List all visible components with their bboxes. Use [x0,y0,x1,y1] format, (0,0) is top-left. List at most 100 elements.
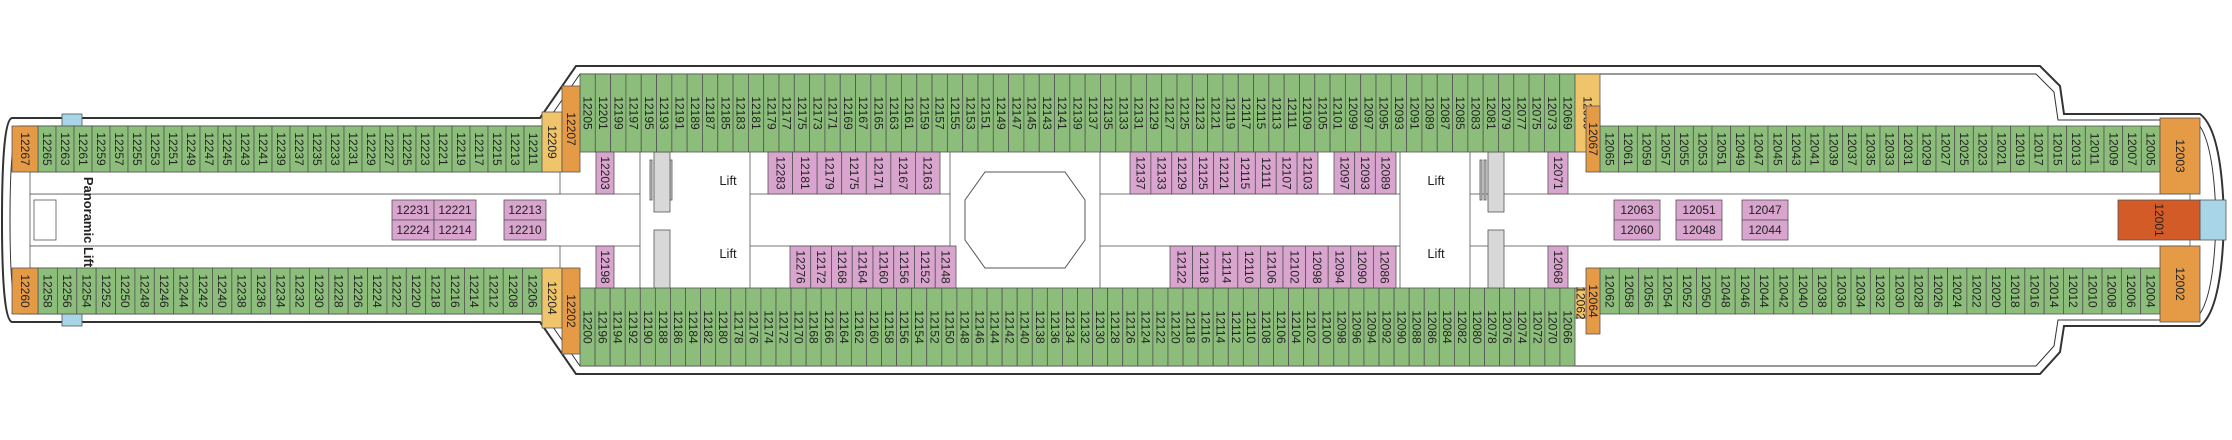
cabin-12125: 12125 [1192,151,1214,195]
cabin-number: 12142 [1003,310,1017,344]
cabin-12060: 12060 [1613,219,1661,241]
cabin-number: 12172 [777,310,791,344]
cabin-12153: 12153 [962,73,979,153]
cabin-number: 12043 [1789,132,1803,166]
cabin-12122: 12122 [1152,287,1169,367]
cabin-number: 12143 [1040,96,1054,130]
cabin-number: 12220 [409,274,423,308]
cabin-number: 12214 [438,223,472,237]
cabin-12116: 12116 [1197,287,1214,367]
cabin-number: 12090 [1395,310,1409,344]
cabin-number: 12015 [2050,132,2064,166]
cabin-12149: 12149 [992,73,1010,153]
cabin-box [865,151,892,195]
cabin-number: 12042 [1776,274,1790,308]
cabin-number: 12122 [1174,250,1188,284]
cabin-number: 12238 [235,274,249,308]
cabin-12045: 12045 [1767,125,1788,173]
cabin-number: 12077 [1514,96,1528,130]
cabin-box [11,267,39,315]
cabin-number: 12039 [1826,132,1840,166]
cabin-number: 12188 [656,310,670,344]
cabin-12091: 12091 [1406,73,1423,153]
cabin-12067: 12067 [1585,105,1601,173]
cabin-12107: 12107 [1275,151,1298,195]
cabin-box [2159,245,2201,323]
cabin-12198: 12198 [595,245,615,289]
cabin-number: 12152 [918,250,932,284]
cabin-number: 12102 [1287,250,1301,284]
cabin-number: 12070 [1545,310,1559,344]
cabin-number: 12239 [274,132,288,166]
cabin-12187: 12187 [702,73,719,153]
cabin-number: 12063 [1620,203,1654,217]
stair-fwd-top [1487,151,1505,213]
stair-core-fwd [1399,149,1471,291]
cabin-number: 12095 [1377,96,1391,130]
cabin-number: 12118 [1184,311,1198,344]
cabin-number: 12160 [867,310,881,344]
cabin-12210: 12210 [503,219,547,241]
cabin-number: 12235 [310,132,324,166]
cabin-number: 12178 [731,310,745,344]
cabin-box [1741,219,1789,241]
cabin-number: 12172 [814,250,828,284]
cabin-12156: 12156 [896,287,913,367]
cabin-number: 12112 [1229,311,1243,344]
cabin-12250: 12250 [115,267,136,315]
cabin-12224: 12224 [391,219,435,241]
cabin-12069: 12069 [1559,73,1576,153]
cabin-12176: 12176 [745,287,762,367]
cabin-number: 12129 [1147,96,1161,130]
cabin-12168: 12168 [805,287,822,367]
cabin-12255: 12255 [127,125,147,173]
cabin-number: 12198 [598,250,612,284]
cabin-number: 12061 [1621,132,1635,166]
cabin-number: 12134 [1063,310,1077,344]
cabin-number: 12089 [1423,96,1437,130]
cabin-12246: 12246 [153,267,175,315]
cabin-number: 12181 [749,96,763,130]
cabin-number: 12167 [856,96,870,130]
cabin-12258: 12258 [37,267,58,315]
cabin-number: 12130 [1093,310,1107,344]
cabin-12249: 12249 [181,125,201,173]
cabin-12040: 12040 [1792,267,1813,315]
cabin-12237: 12237 [289,125,309,173]
cabin-12026: 12026 [1927,267,1948,315]
cabin-number: 12086 [1425,310,1439,344]
cabin-number: 12243 [238,132,252,166]
deck-structure [29,149,2191,291]
cabin-number: 12005 [2144,132,2158,166]
cabin-number: 12161 [902,96,916,130]
cabin-12148: 12148 [934,245,957,289]
cabin-number: 12004 [2143,274,2157,308]
cabin-12013: 12013 [2066,125,2086,173]
cabin-12235: 12235 [307,125,327,173]
cabin-number: 12246 [157,274,171,308]
cabin-12212: 12212 [483,267,504,315]
cabin-number: 12171 [872,156,886,190]
cabin-12220: 12220 [405,267,427,315]
cabin-12202: 12202 [561,267,581,355]
cabin-number: 12032 [1873,274,1887,308]
cabin-12141: 12141 [1054,73,1071,153]
cabin-number: 12153 [963,96,977,130]
cabin-12144: 12144 [986,287,1003,367]
cabin-12152: 12152 [926,287,943,367]
cabin-12038: 12038 [1812,267,1833,315]
cabin-number: 12133 [1154,156,1168,190]
cabin-12089: 12089 [1374,151,1397,195]
cabin-number: 12023 [1976,132,1990,166]
aft-corridor-bottom [29,245,561,269]
cabin-number: 12094 [1364,310,1378,344]
cabin-number: 12228 [331,274,345,308]
cabin-12244: 12244 [173,267,194,315]
cabin-12088: 12088 [1408,287,1425,367]
window-aft-bottom [61,313,83,327]
cabin-12154: 12154 [911,287,928,367]
cabin-12094: 12094 [1363,287,1380,367]
cabin-12101: 12101 [1329,73,1346,153]
cabin-12056: 12056 [1638,267,1659,315]
cabin-number: 12180 [716,310,730,344]
